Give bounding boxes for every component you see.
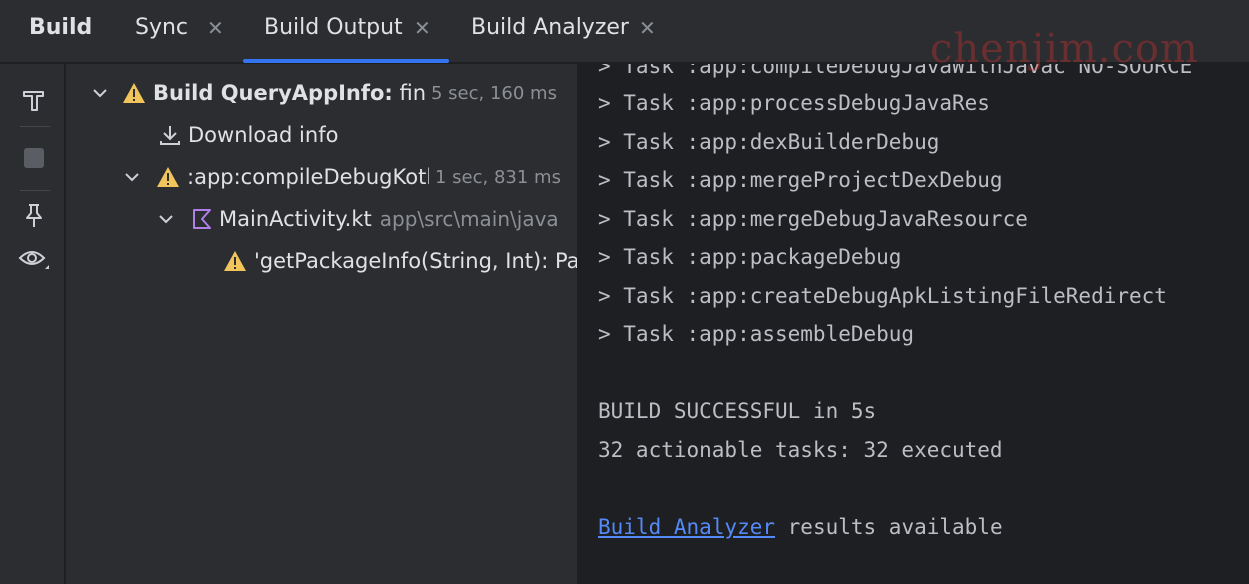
close-icon[interactable]: ✕ — [207, 16, 224, 40]
console-line: > Task :app:packageDebug — [598, 245, 902, 269]
console-line: > Task :app:compileDebugJavaWithJavac NO… — [598, 64, 1193, 78]
tree-label-clip: :app:compileDebugKotlin — [187, 165, 429, 189]
close-icon[interactable]: ✕ — [639, 16, 656, 40]
deprecation-warning-label: 'getPackageInfo(String, Int): PackageInf… — [254, 249, 577, 273]
tab-label: Build Analyzer — [471, 15, 629, 40]
stop-icon[interactable] — [18, 142, 50, 174]
active-tab-indicator — [243, 59, 449, 63]
build-console[interactable]: > Task :app:compileDebugJavaWithJavac NO… — [578, 64, 1249, 584]
close-icon[interactable]: ✕ — [414, 16, 431, 40]
compile-task-label: :app:compileDebugKotlin — [187, 165, 429, 189]
left-toolbar — [0, 64, 65, 584]
build-root-label: Build QueryAppInfo: — [153, 81, 393, 105]
console-line-analyzer: Build Analyzer results available — [598, 513, 1003, 541]
eye-icon[interactable] — [18, 244, 50, 276]
tool-window-title: Build — [29, 15, 93, 40]
pin-icon[interactable] — [18, 200, 50, 232]
tree-label-clip: Build QueryAppInfo: finished — [153, 81, 425, 105]
tree-row-compile-task[interactable]: :app:compileDebugKotlin 1 sec, 831 ms — [122, 161, 561, 193]
toolbar-separator — [20, 190, 50, 191]
download-icon — [158, 123, 182, 147]
tree-row-main-activity[interactable]: MainActivity.kt app\src\main\java — [156, 203, 559, 235]
tree-row-deprecation-warning[interactable]: 'getPackageInfo(String, Int): PackageInf… — [223, 245, 577, 277]
console-line: > Task :app:mergeProjectDexDebug — [598, 168, 1003, 192]
tab-sync[interactable]: Sync ✕ — [135, 14, 224, 42]
analyzer-results-text: results available — [775, 515, 1003, 539]
warning-icon — [156, 165, 180, 189]
console-line: > Task :app:mergeDebugJavaResource — [598, 207, 1028, 231]
build-root-time: 5 sec, 160 ms — [431, 82, 557, 104]
build-root-status: finished — [399, 81, 425, 105]
watermark: chenjim.com — [930, 26, 1199, 72]
console-line: > Task :app:dexBuilderDebug — [598, 130, 940, 154]
compile-task-time: 1 sec, 831 ms — [435, 166, 561, 188]
warning-icon — [223, 249, 247, 273]
tab-build-output[interactable]: Build Output ✕ — [264, 14, 431, 42]
warning-icon — [122, 81, 146, 105]
tab-build-analyzer[interactable]: Build Analyzer ✕ — [471, 14, 656, 42]
console-line: BUILD SUCCESSFUL in 5s — [598, 399, 877, 423]
toolbar-separator — [20, 126, 50, 127]
console-line: 32 actionable tasks: 32 executed — [598, 438, 1003, 462]
console-line: > Task :app:assembleDebug — [598, 322, 915, 346]
tree-row-build-root[interactable]: Build QueryAppInfo: finished 5 sec, 160 … — [90, 77, 557, 109]
tool-window-header: Build Sync ✕ Build Output ✕ Build Analyz… — [0, 0, 1249, 63]
chevron-down-icon[interactable] — [156, 209, 176, 229]
download-info-label: Download info — [188, 123, 339, 147]
build-hammer-icon[interactable] — [18, 84, 50, 116]
chevron-down-icon[interactable] — [122, 167, 142, 187]
tab-label: Build Output — [264, 15, 403, 40]
console-line: > Task :app:createDebugApkListingFileRed… — [598, 284, 1167, 308]
build-tree: Build QueryAppInfo: finished 5 sec, 160 … — [66, 64, 577, 584]
main-activity-path: app\src\main\java — [379, 207, 559, 231]
chevron-down-icon[interactable] — [90, 83, 110, 103]
kotlin-file-icon — [190, 207, 214, 231]
build-analyzer-link[interactable]: Build Analyzer — [598, 515, 776, 539]
tab-label: Sync — [135, 15, 189, 40]
main-activity-label: MainActivity.kt — [219, 207, 372, 231]
console-line: > Task :app:processDebugJavaRes — [598, 91, 990, 115]
tree-row-download-info[interactable]: Download info — [158, 119, 338, 151]
